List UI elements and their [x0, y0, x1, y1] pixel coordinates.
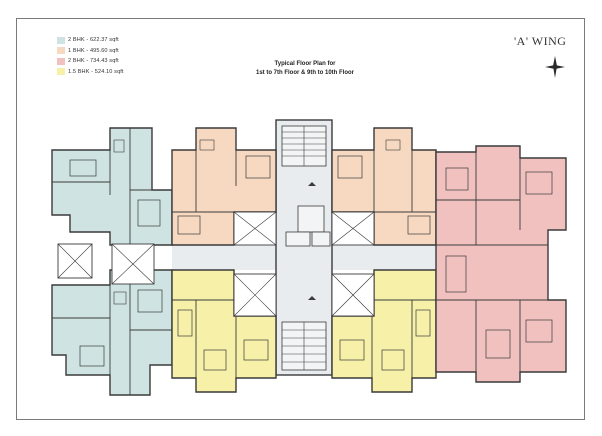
- common-corridor: [172, 119, 436, 376]
- unit-2bhk-teal-lower: [51, 269, 173, 396]
- drawing-frame: [16, 18, 585, 420]
- unit-2bhk-pink: [435, 145, 567, 383]
- legend: 2 BHK - 622.37 sqft 1 BHK - 495.60 sqft …: [57, 35, 124, 77]
- legend-label: 2 BHK - 734.43 sqft: [68, 58, 119, 65]
- unit-1bhk-peach-left: [171, 127, 277, 246]
- legend-label: 2 BHK - 622.37 sqft: [68, 37, 119, 44]
- north-arrow-icon: [545, 56, 565, 78]
- plan-title-line1: Typical Floor Plan for: [274, 61, 336, 67]
- legend-swatch: [57, 57, 65, 65]
- legend-swatch: [57, 47, 65, 55]
- legend-item-2bhk-622: 2 BHK - 622.37 sqft: [57, 35, 124, 46]
- legend-item-1bhk-495: 1 BHK - 495.60 sqft: [57, 46, 124, 57]
- unit-2bhk-teal-upper: [51, 127, 173, 246]
- legend-item-15bhk-524: 1.5 BHK - 524.10 sqft: [57, 67, 124, 78]
- legend-label: 1.5 BHK - 524.10 sqft: [68, 68, 124, 75]
- legend-label: 1 BHK - 495.60 sqft: [68, 47, 119, 54]
- legend-swatch: [57, 36, 65, 44]
- plan-title: Typical Floor Plan for 1st to 7th Floor …: [225, 60, 385, 78]
- plan-title-line2: 1st to 7th Floor & 9th to 10th Floor: [256, 70, 354, 76]
- wing-label: 'A' WING: [514, 34, 567, 48]
- legend-item-2bhk-734: 2 BHK - 734.43 sqft: [57, 56, 124, 67]
- legend-swatch: [57, 68, 65, 76]
